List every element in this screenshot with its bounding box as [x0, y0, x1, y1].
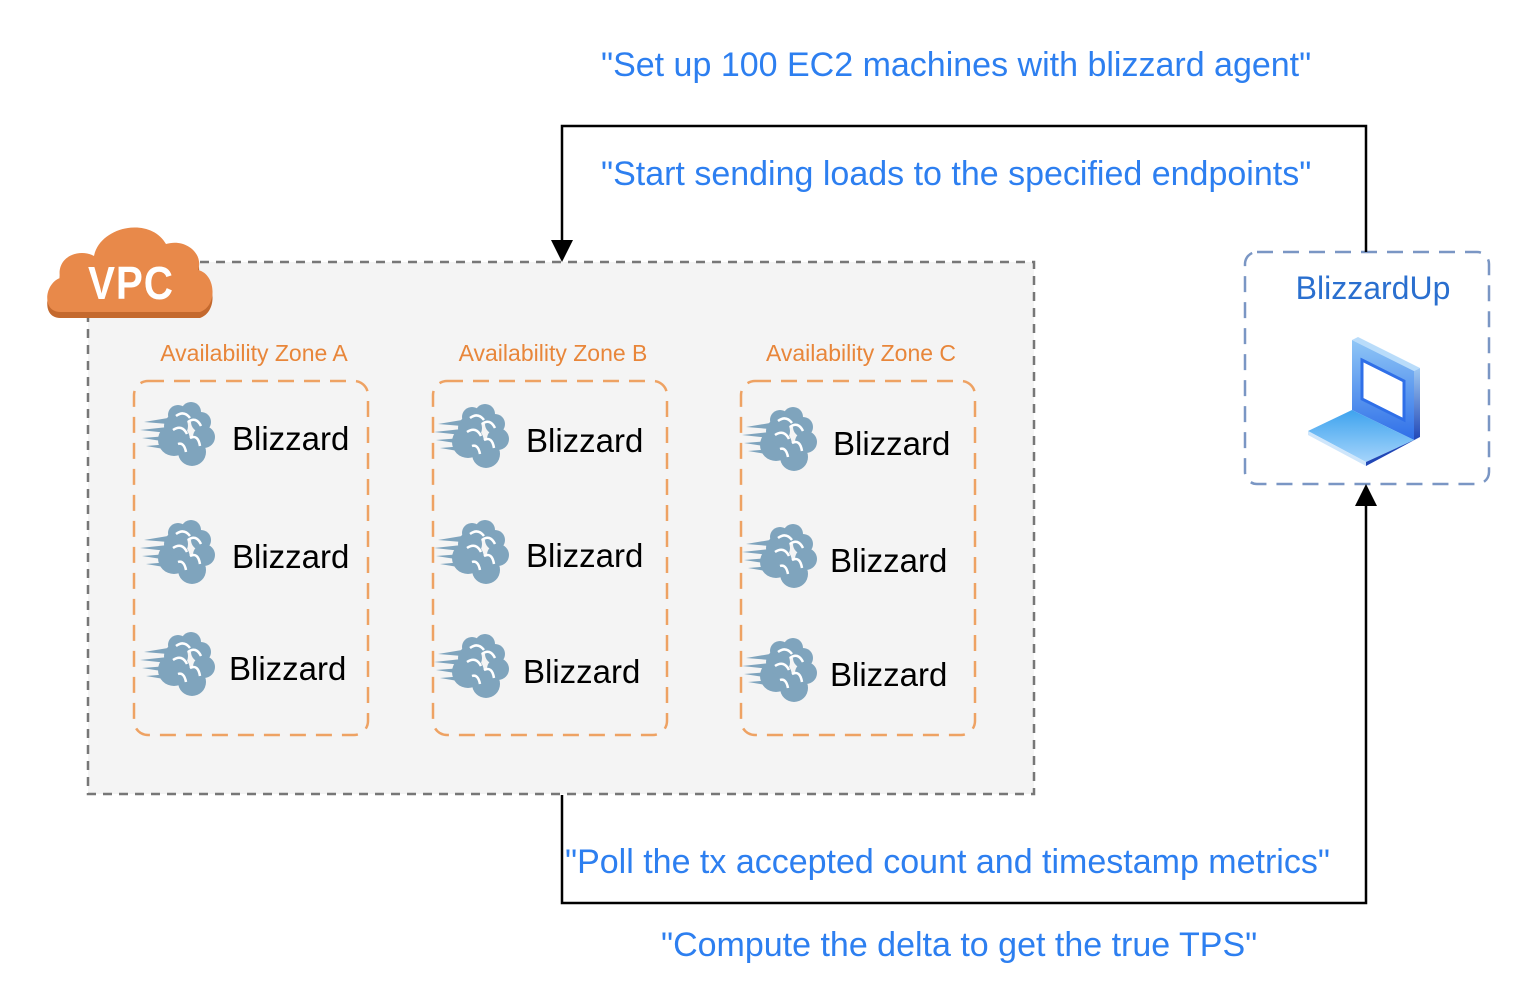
vpc-cloud-icon: [47, 227, 213, 318]
zone-b-title: Availability Zone B: [458, 340, 648, 366]
blizzard-node-label: Blizzard: [830, 542, 948, 579]
blizzard-node-label: Blizzard: [232, 538, 350, 575]
blizzard-node-label: Blizzard: [229, 650, 347, 687]
annotation-compute: "Compute the delta to get the true TPS": [661, 926, 1258, 964]
annotation-setup: "Set up 100 EC2 machines with blizzard a…: [601, 46, 1312, 84]
blizzardup-title: BlizzardUp: [1295, 270, 1451, 306]
blizzard-node-label: Blizzard: [523, 653, 641, 690]
connector-start: [551, 124, 1368, 262]
blizzard-node-label: Blizzard: [833, 425, 951, 462]
blizzard-node-label: Blizzard: [526, 537, 644, 574]
blizzard-node-label: Blizzard: [830, 656, 948, 693]
zone-c-box: [739, 379, 977, 737]
zone-b-box: [431, 379, 669, 737]
annotation-poll: "Poll the tx accepted count and timestam…: [565, 843, 1330, 881]
laptop-icon: [1308, 337, 1420, 466]
vpc-container: [86, 260, 1036, 796]
zone-a-box: [132, 379, 370, 737]
connector-poll: [560, 484, 1377, 905]
blizzard-node-label: Blizzard: [232, 420, 350, 457]
blizzard-node-label: Blizzard: [526, 422, 644, 459]
zone-c-title: Availability Zone C: [765, 340, 957, 366]
vpc-label: VPC: [88, 257, 174, 309]
annotation-start: "Start sending loads to the specified en…: [601, 155, 1312, 193]
zone-a-title: Availability Zone A: [160, 340, 348, 366]
